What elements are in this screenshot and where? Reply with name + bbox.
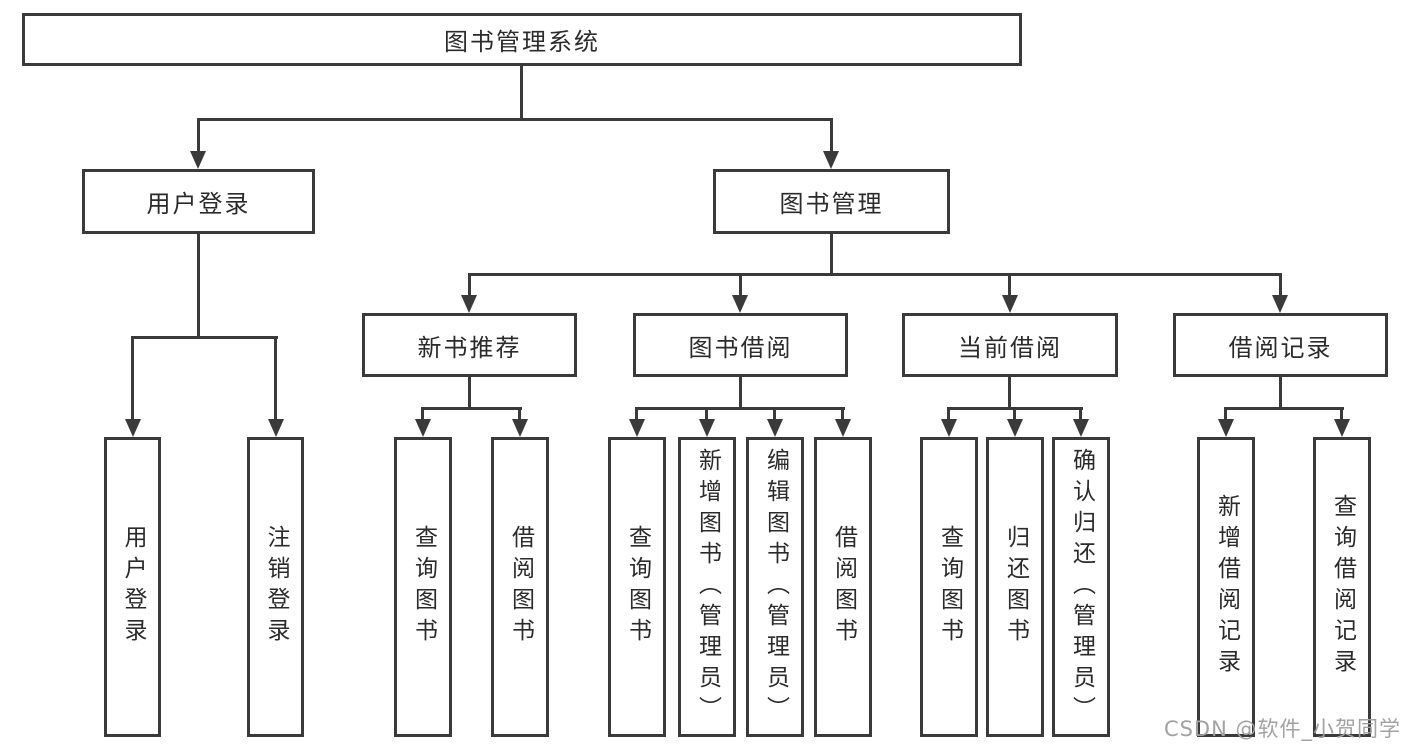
connector-line [830,118,833,153]
node-add-borrow-record: 新增借阅记录 [1197,437,1255,737]
node-book-management: 图书管理 [713,169,950,234]
node-return-books: 归还图书 [986,437,1044,737]
node-label: 新增借阅记录 [1213,494,1240,680]
node-label: 用户登录 [146,190,251,218]
connector-line [131,336,278,339]
node-label: 图书管理系统 [444,28,600,56]
arrow-down-icon [823,151,839,169]
connector-line [739,377,742,407]
connector-line [635,407,638,421]
arrow-down-icon [512,419,528,437]
arrow-down-icon [835,419,851,437]
node-edit-books-admin: 编辑图书（管理员） [746,437,804,737]
node-label: 注销登录 [263,525,289,649]
connector-line [468,273,1282,276]
connector-line [773,407,776,421]
node-label: 查询借阅记录 [1329,494,1356,680]
node-current-borrowing: 当前借阅 [902,313,1118,377]
node-new-book-recommendation: 新书推荐 [362,313,577,377]
node-query-borrow-record: 查询借阅记录 [1313,437,1371,737]
connector-line [1340,407,1343,421]
node-label: 归还图书 [1002,525,1029,649]
arrow-down-icon [1073,419,1089,437]
node-book-borrowing: 图书借阅 [633,313,848,377]
node-label: 查询图书 [624,525,651,649]
node-borrowing-records: 借阅记录 [1173,313,1388,377]
connector-line [1224,407,1344,410]
node-label: 用户登录 [120,525,146,649]
connector-line [1279,273,1282,297]
connector-line [830,234,833,273]
node-label: 图书借阅 [688,333,793,362]
connector-line [518,407,521,421]
node-user-login: 用户登录 [82,169,315,234]
node-confirm-return-admin: 确认归还（管理员） [1052,437,1110,737]
node-label: 新书推荐 [417,333,522,362]
arrow-down-icon [1007,419,1023,437]
connector-line [1013,407,1016,421]
arrow-down-icon [1272,295,1288,313]
connector-line [131,336,134,421]
node-label: 借阅图书 [507,525,534,649]
node-query-books-recommend: 查询图书 [394,437,452,737]
connector-line [421,407,522,410]
arrow-down-icon [1334,419,1350,437]
connector-line [520,66,523,118]
connector-line [705,407,708,421]
arrow-down-icon [1002,295,1018,313]
node-borrow-books-action: 借阅图书 [814,437,872,737]
arrow-down-icon [629,419,645,437]
connector-line [197,118,200,153]
node-label: 当前借阅 [958,333,1062,362]
node-borrow-books-recommend: 借阅图书 [491,437,549,737]
node-query-books-current: 查询图书 [920,437,978,737]
arrow-down-icon [767,419,783,437]
node-label: 图书管理 [779,190,884,218]
connector-line [468,273,471,297]
node-label: 新增图书（管理员） [694,447,721,727]
connector-line [947,407,950,421]
connector-line [468,377,471,407]
arrow-down-icon [1218,419,1234,437]
connector-line [1279,377,1282,407]
node-label: 确认归还（管理员） [1068,447,1095,727]
arrow-down-icon [699,419,715,437]
connector-line [841,407,844,421]
connector-line [197,234,200,336]
connector-line [739,273,742,297]
connector-line [635,407,845,410]
node-label: 编辑图书（管理员） [762,447,789,727]
connector-line [197,118,833,121]
connector-line [1008,273,1011,297]
arrow-down-icon [190,151,206,169]
node-logout-action: 注销登录 [247,437,304,737]
node-add-books-admin: 新增图书（管理员） [678,437,736,737]
node-query-books-borrowing: 查询图书 [608,437,666,737]
node-label: 借阅记录 [1228,333,1333,362]
node-label: 查询图书 [936,525,963,649]
connector-line [1224,407,1227,421]
arrow-down-icon [461,295,477,313]
arrow-down-icon [941,419,957,437]
connector-line [1008,377,1011,407]
node-library-management-system: 图书管理系统 [22,13,1022,66]
connector-line [274,336,277,421]
arrow-down-icon [415,419,431,437]
connector-line [421,407,424,421]
node-label: 借阅图书 [830,525,857,649]
node-label: 查询图书 [410,525,437,649]
arrow-down-icon [125,419,141,437]
node-user-login-action: 用户登录 [104,437,161,737]
arrow-down-icon [268,419,284,437]
connector-line [1079,407,1082,421]
arrow-down-icon [732,295,748,313]
csdn-watermark: CSDN @软件_小贺同学 [1163,717,1401,741]
